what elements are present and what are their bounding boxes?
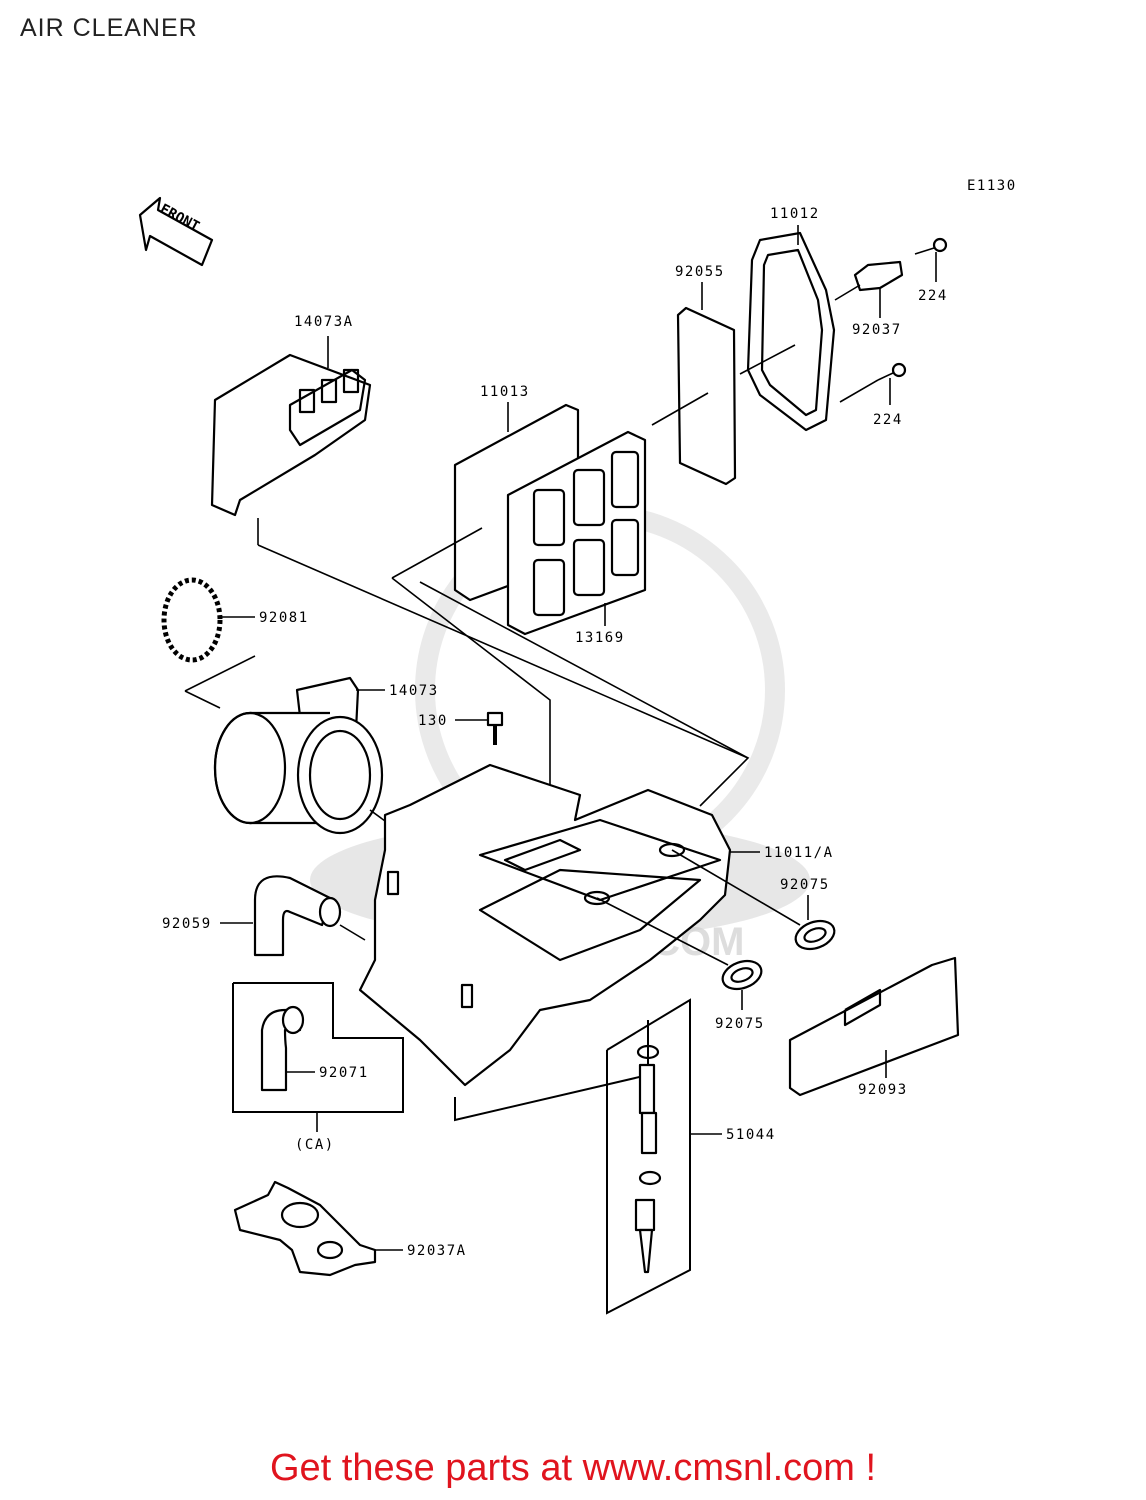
part-92075-grommet-right [671,849,836,951]
part-51044-drain [454,998,722,1315]
label-CA: (CA) [295,1137,335,1153]
label-11012: 11012 [770,206,820,222]
parts-diagram: WWW.CMSNL.COM E1130 FRONT 11012 92055 22… [138,178,1017,1315]
label-92059: 92059 [162,916,212,932]
part-13169-frame [506,430,647,636]
part-92093-plate [788,956,960,1097]
label-92093: 92093 [858,1082,908,1098]
part-92071-group [232,982,404,1132]
label-92055: 92055 [675,264,725,280]
label-130: 130 [418,713,448,729]
label-11013: 11013 [480,384,530,400]
part-14073-intake [213,676,401,835]
part-224-bolt-lower [839,362,907,405]
label-224-upper: 224 [918,288,948,304]
part-92059-hose [220,875,366,957]
label-92075-lower: 92075 [715,1016,765,1032]
part-14073A-duct [210,336,372,545]
label-92081: 92081 [259,610,309,626]
label-11011A: 11011/A [764,845,834,861]
part-92037-clip [834,260,904,318]
label-92037A: 92037A [407,1243,467,1259]
part-92037A-clamp [233,1180,403,1277]
part-92055-gasket [676,282,737,486]
diagram-code: E1130 [967,178,1017,194]
label-224-lower: 224 [873,412,903,428]
part-130-bolt [455,711,504,745]
part-92075-grommet-lower [596,897,763,1010]
page-title: AIR CLEANER [20,14,198,42]
label-92071: 92071 [319,1065,369,1081]
footer-cta-link[interactable]: Get these parts at www.cmsnl.com ! [269,1447,877,1489]
part-224-bolt-upper [914,237,948,282]
label-51044: 51044 [726,1127,776,1143]
part-92081-spring [161,577,255,663]
part-11011A-case [358,763,760,1087]
part-11012-cover [746,225,836,432]
label-14073A: 14073A [294,314,354,330]
label-92075-right: 92075 [780,877,830,893]
front-arrow-icon: FRONT [138,196,214,267]
label-14073: 14073 [389,683,439,699]
label-92037: 92037 [852,322,902,338]
label-13169: 13169 [575,630,625,646]
